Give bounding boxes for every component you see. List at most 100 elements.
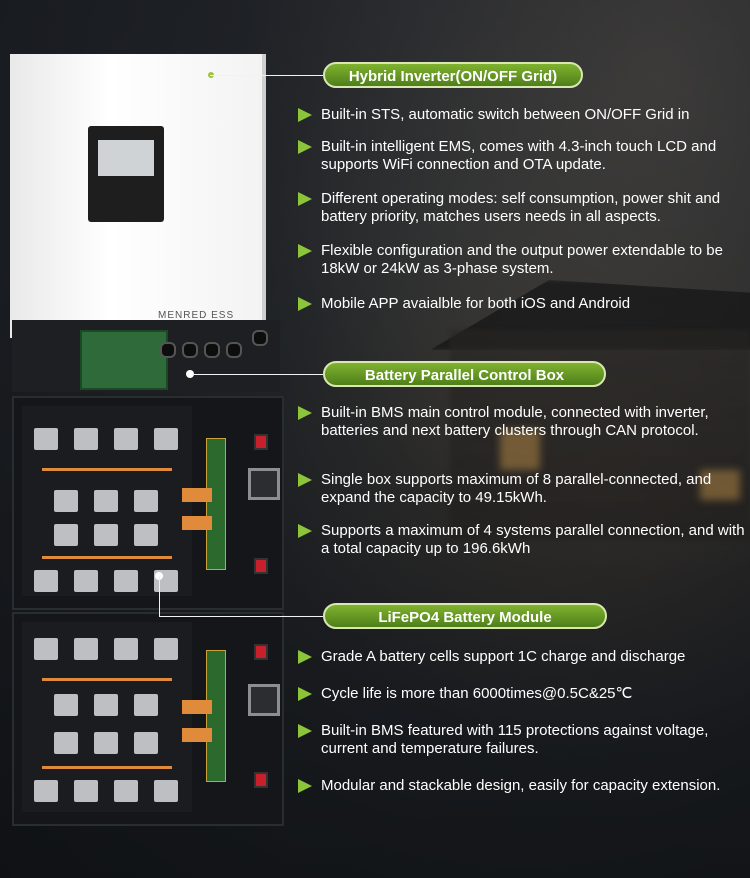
battery-cell <box>154 780 178 802</box>
bullet-text: Mobile APP avaialble for both iOS and An… <box>321 295 631 312</box>
arrow-bullet-icon <box>298 140 312 154</box>
bullet-text: Flexible configuration and the output po… <box>321 242 723 277</box>
battery-cell <box>54 694 78 716</box>
power-terminal <box>254 558 268 574</box>
callout-leader-line <box>159 616 323 617</box>
busbar-wire <box>42 556 172 559</box>
section-title-battery-module: LiFePO4 Battery Module <box>323 603 607 629</box>
module-handle <box>248 684 280 716</box>
feature-bullet: Built-in BMS featured with 115 protectio… <box>298 722 750 758</box>
bms-board <box>206 650 226 782</box>
arrow-bullet-icon <box>298 779 312 793</box>
section-title-inverter: Hybrid Inverter(ON/OFF Grid) <box>323 62 583 88</box>
battery-cell <box>54 732 78 754</box>
battery-cell <box>134 694 158 716</box>
battery-cell <box>114 570 138 592</box>
battery-cell <box>94 490 118 512</box>
battery-cell <box>134 490 158 512</box>
bullet-text: Single box supports maximum of 8 paralle… <box>321 471 712 506</box>
battery-cell <box>94 694 118 716</box>
feature-bullet: Built-in BMS main control module, connec… <box>298 404 750 440</box>
section-title-control-box: Battery Parallel Control Box <box>323 361 606 387</box>
arrow-bullet-icon <box>298 406 312 420</box>
bullet-text: Different operating modes: self consumpt… <box>321 190 721 225</box>
busbar-wire <box>42 766 172 769</box>
arrow-bullet-icon <box>298 687 312 701</box>
bullet-text: Built-in BMS featured with 115 protectio… <box>321 722 709 757</box>
battery-cell <box>34 428 58 450</box>
connector-port <box>160 342 176 358</box>
battery-cell <box>94 524 118 546</box>
arrow-bullet-icon <box>298 650 312 664</box>
bullet-text: Modular and stackable design, easily for… <box>321 777 721 794</box>
bullet-text: Supports a maximum of 4 systems parallel… <box>321 522 745 557</box>
battery-cell-array <box>22 406 192 596</box>
battery-cell <box>74 570 98 592</box>
battery-cell <box>54 524 78 546</box>
feature-bullet: Cycle life is more than 6000times@0.5C&2… <box>298 685 750 703</box>
battery-cell <box>34 780 58 802</box>
battery-cell <box>94 732 118 754</box>
control-pcb <box>80 330 168 390</box>
battery-cell <box>74 780 98 802</box>
busbar-wire <box>42 468 172 471</box>
connector-port <box>182 342 198 358</box>
battery-cell <box>134 732 158 754</box>
arrow-bullet-icon <box>298 192 312 206</box>
battery-cell <box>74 638 98 660</box>
arrow-bullet-icon <box>298 244 312 258</box>
battery-cell <box>34 638 58 660</box>
battery-cell <box>154 638 178 660</box>
inverter-lcd-screen <box>88 126 164 222</box>
arrow-bullet-icon <box>298 473 312 487</box>
battery-parallel-control-box <box>12 320 280 392</box>
battery-cell <box>154 428 178 450</box>
lifepo4-battery-module <box>12 612 284 826</box>
battery-cell <box>34 570 58 592</box>
battery-cell <box>114 780 138 802</box>
copper-tab <box>182 728 212 742</box>
house-window-glow <box>500 430 540 470</box>
bullet-text: Cycle life is more than 6000times@0.5C&2… <box>321 685 633 702</box>
lcd-display <box>98 140 154 176</box>
house-window-glow <box>700 470 740 500</box>
bullet-text: Grade A battery cells support 1C charge … <box>321 648 686 665</box>
feature-bullet: Built-in intelligent EMS, comes with 4.3… <box>298 138 750 174</box>
arrow-bullet-icon <box>298 724 312 738</box>
callout-anchor-dot <box>186 370 194 378</box>
feature-bullet: Different operating modes: self consumpt… <box>298 190 750 226</box>
arrow-bullet-icon <box>298 297 312 311</box>
power-terminal <box>254 644 268 660</box>
battery-cell-array <box>22 622 192 812</box>
feature-bullet: Supports a maximum of 4 systems parallel… <box>298 522 750 558</box>
feature-bullet: Mobile APP avaialble for both iOS and An… <box>298 295 750 313</box>
feature-bullet: Flexible configuration and the output po… <box>298 242 750 278</box>
busbar-wire <box>42 678 172 681</box>
callout-leader-line <box>210 75 323 76</box>
copper-tab <box>182 488 212 502</box>
hybrid-inverter-unit: MENRED ESS <box>10 54 262 338</box>
feature-bullet: Modular and stackable design, easily for… <box>298 777 750 795</box>
copper-tab <box>182 516 212 530</box>
feature-bullet: Single box supports maximum of 8 paralle… <box>298 471 750 507</box>
bullet-text: Built-in intelligent EMS, comes with 4.3… <box>321 138 717 173</box>
battery-cell <box>74 428 98 450</box>
power-terminal <box>254 772 268 788</box>
power-terminal <box>254 434 268 450</box>
bms-board <box>206 438 226 570</box>
connector-port <box>226 342 242 358</box>
copper-tab <box>182 700 212 714</box>
battery-cell <box>134 524 158 546</box>
battery-cell <box>54 490 78 512</box>
bullet-text: Built-in STS, automatic switch between O… <box>321 106 690 123</box>
connector-port <box>204 342 220 358</box>
inverter-brand-logo: MENRED ESS <box>158 310 235 321</box>
arrow-bullet-icon <box>298 524 312 538</box>
feature-bullet: Built-in STS, automatic switch between O… <box>298 106 750 124</box>
callout-leader-line <box>159 576 160 616</box>
lifepo4-battery-module <box>12 396 284 610</box>
feature-bullet: Grade A battery cells support 1C charge … <box>298 648 750 666</box>
connector-port <box>252 330 268 346</box>
module-handle <box>248 468 280 500</box>
callout-leader-line <box>192 374 323 375</box>
